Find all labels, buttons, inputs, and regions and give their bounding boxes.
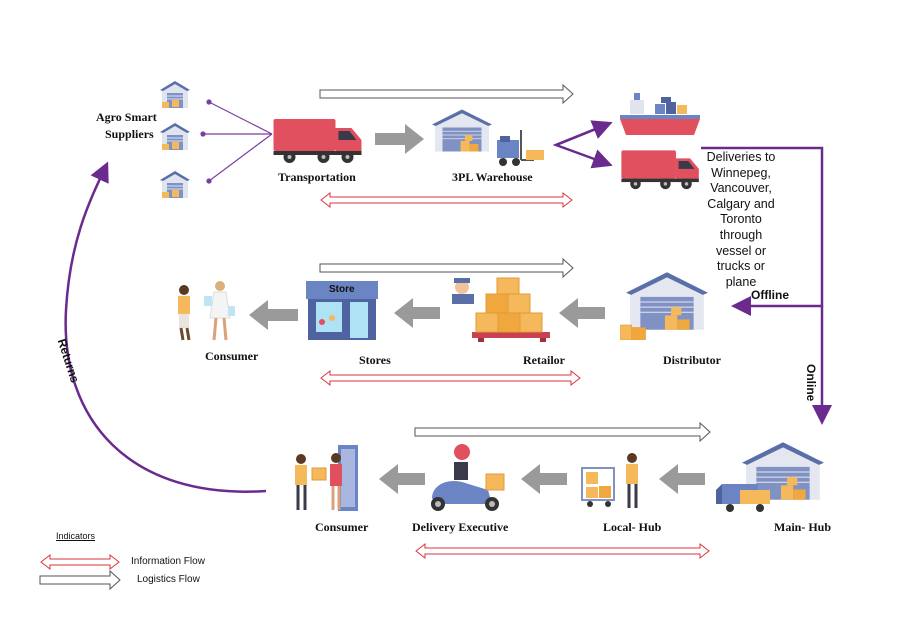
route-lines	[64, 120, 832, 493]
ship-icon	[620, 93, 700, 135]
delivery-scooter-icon	[431, 444, 505, 511]
deliveries-note-line: Calgary and	[707, 196, 775, 211]
main-hub-label: Main- Hub	[774, 520, 832, 534]
supplier-warehouse-icon	[160, 170, 190, 199]
retailor-label: Retailor	[523, 353, 565, 367]
offline-label: Offline	[751, 288, 789, 302]
3pl-warehouse-icon	[432, 109, 492, 152]
consumer-top-label: Consumer	[205, 349, 259, 363]
consumer-handoff-icon	[295, 445, 358, 511]
deliveries-note-line: plane	[725, 274, 757, 289]
legend-information-flow: Information Flow	[131, 556, 205, 567]
deliveries-note-line: Vancouver,	[710, 181, 772, 196]
deliveries-note-line: Winnepeg,	[711, 165, 771, 180]
3pl-warehouse-label: 3PL Warehouse	[452, 170, 533, 184]
transportation-label: Transportation	[278, 170, 356, 184]
agro-suppliers-label-line1: Agro Smart	[96, 110, 157, 124]
distributor-label: Distributor	[663, 353, 721, 367]
deliveries-note: Deliveries to Winnepeg, Vancouver, Calga…	[703, 150, 779, 290]
local-hub-label: Local- Hub	[603, 520, 662, 534]
online-label: Online	[804, 364, 818, 402]
supplier-warehouse-icon	[160, 122, 190, 151]
main-hub-van-icon	[716, 484, 770, 512]
consumer-shoppers-icon	[178, 281, 235, 341]
boxes-icon	[620, 324, 646, 340]
purple-flow-lines	[200, 99, 273, 184]
stores-label: Stores	[359, 353, 391, 367]
agro-suppliers-label-line2: Suppliers	[105, 127, 154, 141]
consumer-bottom-label: Consumer	[315, 520, 369, 534]
distributor-warehouse-icon	[626, 271, 708, 331]
local-hub-worker-icon	[581, 453, 638, 508]
deliveries-note-line: Deliveries to	[706, 150, 776, 164]
information-flow-arrows	[40, 191, 710, 571]
truck-icon	[273, 119, 362, 163]
forklift-icon	[497, 130, 544, 166]
deliveries-note-line: vessel or	[715, 243, 767, 258]
deliveries-note-line: Toronto	[720, 212, 762, 227]
supplier-warehouse-icon	[160, 80, 190, 109]
legend-title: Indicators	[56, 531, 96, 541]
store-icon	[306, 281, 378, 340]
legend-logistics-flow: Logistics Flow	[137, 574, 200, 585]
logistics-flow-arrows	[39, 83, 711, 591]
deliveries-note-line: through	[719, 227, 763, 242]
process-arrows	[249, 124, 705, 494]
retailer-boxes-icon	[452, 277, 550, 342]
delivery-truck-icon	[621, 150, 699, 190]
deliveries-note-line: trucks or	[717, 259, 765, 274]
delivery-executive-label: Delivery Executive	[412, 520, 509, 534]
store-sign: Store	[329, 284, 355, 295]
